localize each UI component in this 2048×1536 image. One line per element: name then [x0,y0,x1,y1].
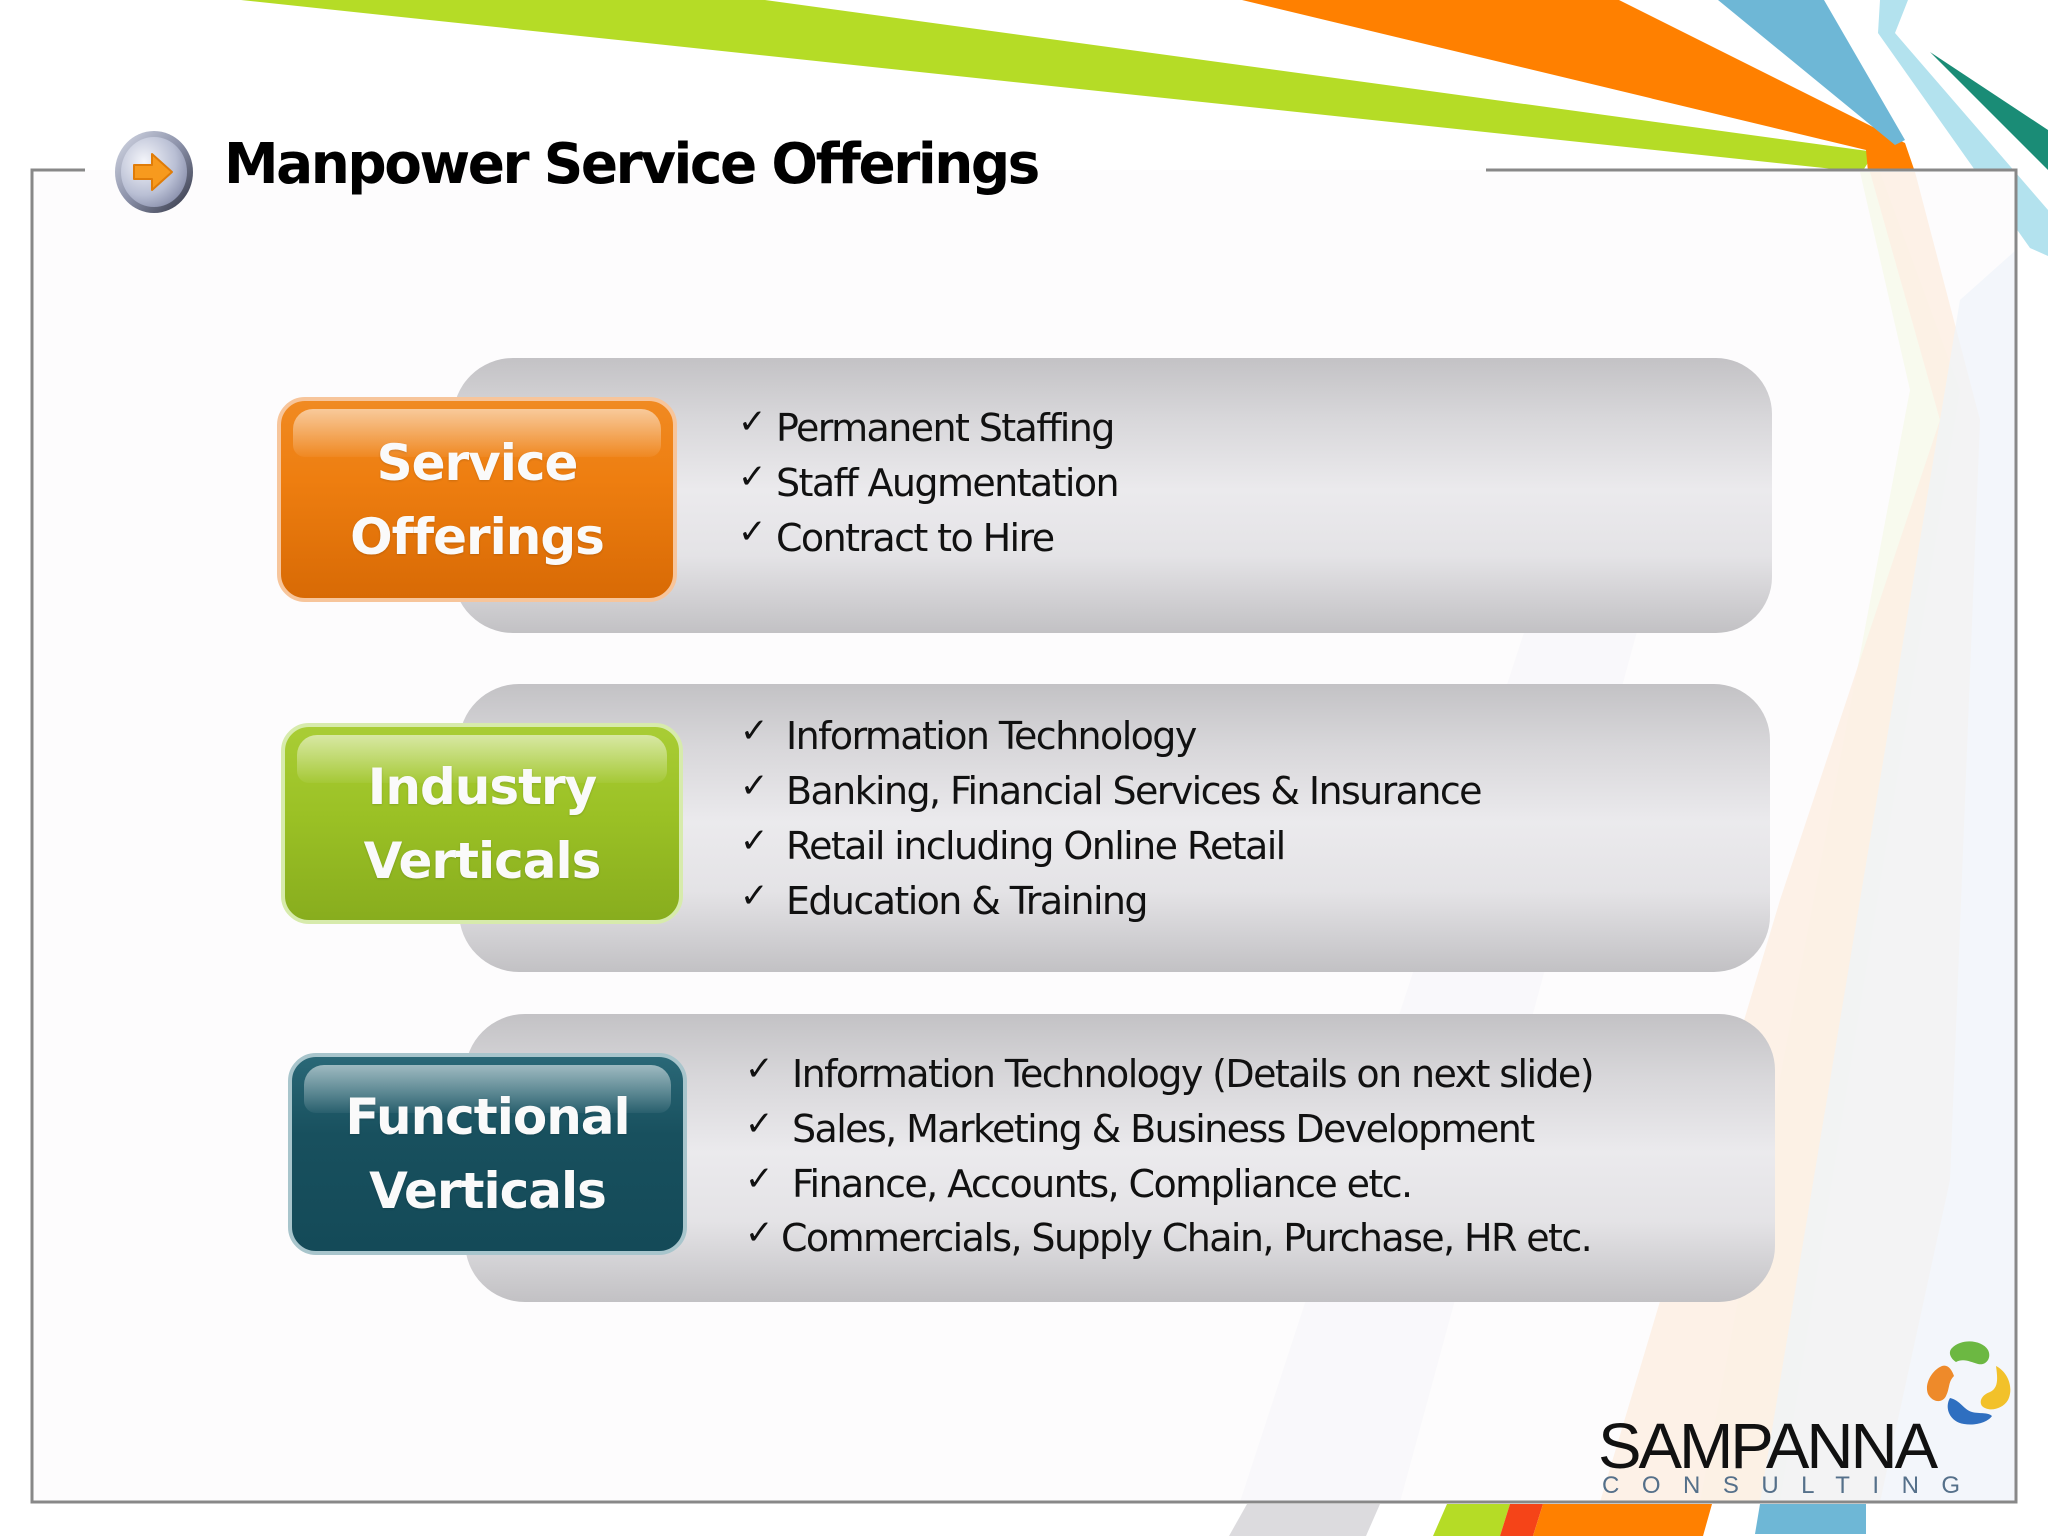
label-line-2: Offerings [350,507,605,566]
check-icon: ✓ [738,512,767,552]
service-offerings-label: Service Offerings [277,397,677,602]
list-item: Information Technology (Details on next … [792,1052,1595,1096]
check-icon: ✓ [745,1104,774,1144]
list-item: Contract to Hire [776,516,1055,560]
list-item: Staff Augmentation [776,461,1120,505]
label-line-1: Service [376,433,579,492]
company-logo-name: SAMPANNA [1598,1410,1938,1482]
check-icon: ✓ [740,766,769,806]
list-item: Retail including Online Retail [786,824,1286,868]
arrow-right-circle-icon [115,131,193,213]
list-item: Permanent Staffing [776,406,1115,450]
label-line-1: Functional [345,1088,630,1146]
list-item: Sales, Marketing & Business Development [792,1107,1535,1151]
list-item: Banking, Financial Services & Insurance [786,769,1483,813]
functional-verticals-label: Functional Verticals [288,1053,687,1255]
check-icon: ✓ [745,1213,774,1253]
list-item: Finance, Accounts, Compliance etc. [792,1162,1413,1206]
check-icon: ✓ [745,1159,774,1199]
four-petal-logo-icon [1926,1341,2011,1425]
company-logo-subtitle: CONSULTING [1602,1472,1983,1499]
industry-verticals-label: Industry Verticals [281,723,683,924]
label-line-1: Industry [367,757,597,816]
check-icon: ✓ [740,821,769,861]
list-item: Information Technology [786,714,1197,758]
list-item: Education & Training [786,879,1149,923]
label-line-2: Verticals [363,831,602,890]
check-icon: ✓ [738,457,767,497]
page-title: Manpower Service Offerings [224,132,1040,197]
label-line-2: Verticals [369,1162,607,1220]
check-icon: ✓ [740,711,769,751]
check-icon: ✓ [745,1049,774,1089]
list-item: Commercials, Supply Chain, Purchase, HR … [781,1216,1593,1260]
check-icon: ✓ [740,876,769,916]
check-icon: ✓ [738,402,767,442]
